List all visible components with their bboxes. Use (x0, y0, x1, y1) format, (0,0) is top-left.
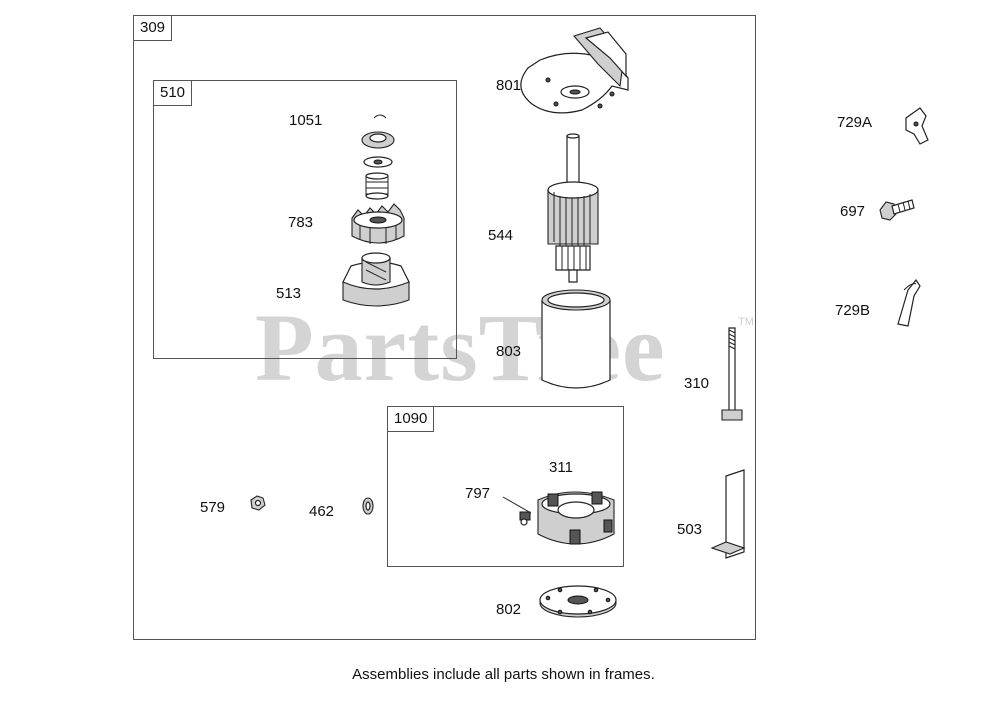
frame-1090-label: 1090 (388, 407, 435, 432)
retainer-clip-1051[interactable] (362, 115, 394, 167)
label-729a: 729A (837, 114, 873, 131)
nut-579[interactable] (251, 496, 265, 510)
label-1051: 1051 (289, 112, 323, 129)
terminal-797[interactable] (503, 497, 531, 525)
label-310: 310 (684, 375, 710, 392)
trademark-mark: TM (738, 316, 754, 328)
mounting-bracket-801[interactable] (521, 28, 628, 113)
label-503: 503 (677, 521, 703, 538)
clip-729a[interactable] (906, 108, 928, 144)
label-803: 803 (496, 343, 522, 360)
frame-510-label: 510 (154, 81, 193, 106)
bracket-strip-503[interactable] (712, 470, 744, 558)
drive-housing-513[interactable] (343, 253, 409, 306)
label-462: 462 (309, 503, 335, 520)
label-697: 697 (840, 203, 866, 220)
label-544: 544 (488, 227, 514, 244)
pinion-gear-783[interactable] (352, 204, 404, 244)
frame-309: 309 (133, 15, 756, 640)
clip-729b[interactable] (898, 280, 920, 326)
frame-1090: 1090 (387, 406, 624, 567)
label-579: 579 (200, 499, 226, 516)
assemblies-caption: Assemblies include all parts shown in fr… (352, 666, 655, 683)
label-729b: 729B (835, 302, 871, 319)
through-bolt-310[interactable] (722, 328, 742, 420)
frame-510: 510 (153, 80, 457, 359)
label-311: 311 (549, 459, 573, 476)
label-801: 801 (496, 77, 522, 94)
label-802: 802 (496, 601, 522, 618)
end-plate-802[interactable] (540, 586, 616, 617)
label-797: 797 (465, 485, 491, 502)
label-783: 783 (288, 214, 314, 231)
motor-housing-803[interactable] (542, 290, 610, 388)
label-513: 513 (276, 285, 302, 302)
frame-309-label: 309 (134, 16, 173, 41)
brush-holder-311[interactable] (538, 492, 614, 544)
washer-462[interactable] (363, 498, 373, 514)
screw-697[interactable] (880, 200, 914, 220)
armature-544[interactable] (548, 134, 598, 282)
spring[interactable] (366, 173, 388, 199)
